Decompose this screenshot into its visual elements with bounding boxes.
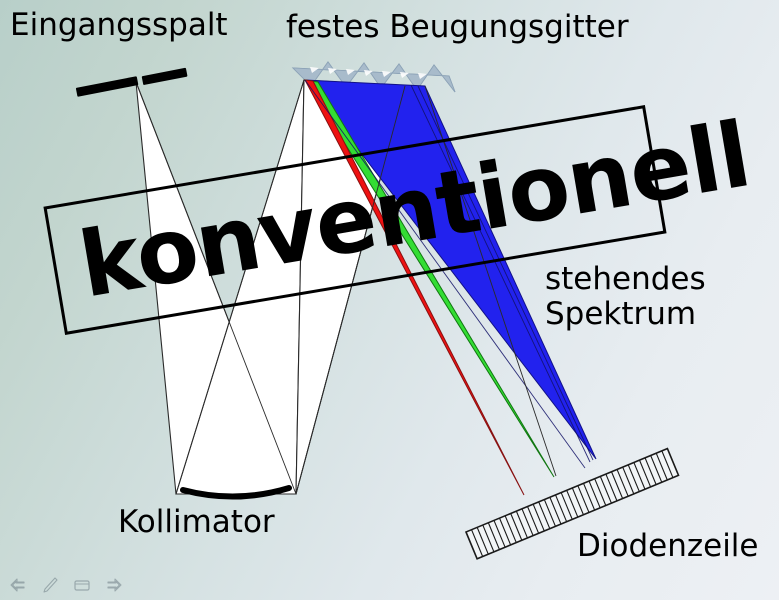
blue-fan-inner-rays (304, 79, 594, 469)
label-diode-array: Diodenzeile (577, 528, 759, 564)
beam-red (304, 79, 525, 496)
entrance-slit (75, 67, 188, 97)
label-grating: festes Beugungsgitter (286, 9, 629, 45)
collimator-mirror (180, 485, 292, 500)
label-collimator: Kollimator (118, 504, 275, 540)
arrow-left-icon[interactable] (8, 576, 28, 594)
arrow-right-icon[interactable] (104, 576, 124, 594)
grating-guide-lines (295, 85, 557, 495)
beam-blue-wedge (303, 79, 597, 460)
diffraction-grating (291, 61, 456, 93)
presentation-toolbar[interactable] (8, 576, 124, 594)
label-standing-spectrum-line1: stehendes (545, 261, 706, 297)
diode-array (464, 447, 680, 560)
pen-icon[interactable] (40, 576, 60, 594)
label-standing-spectrum-line2: Spektrum (545, 296, 697, 333)
label-entrance-slit: Eingangsspalt (10, 7, 228, 43)
slide-icon[interactable] (72, 576, 92, 594)
